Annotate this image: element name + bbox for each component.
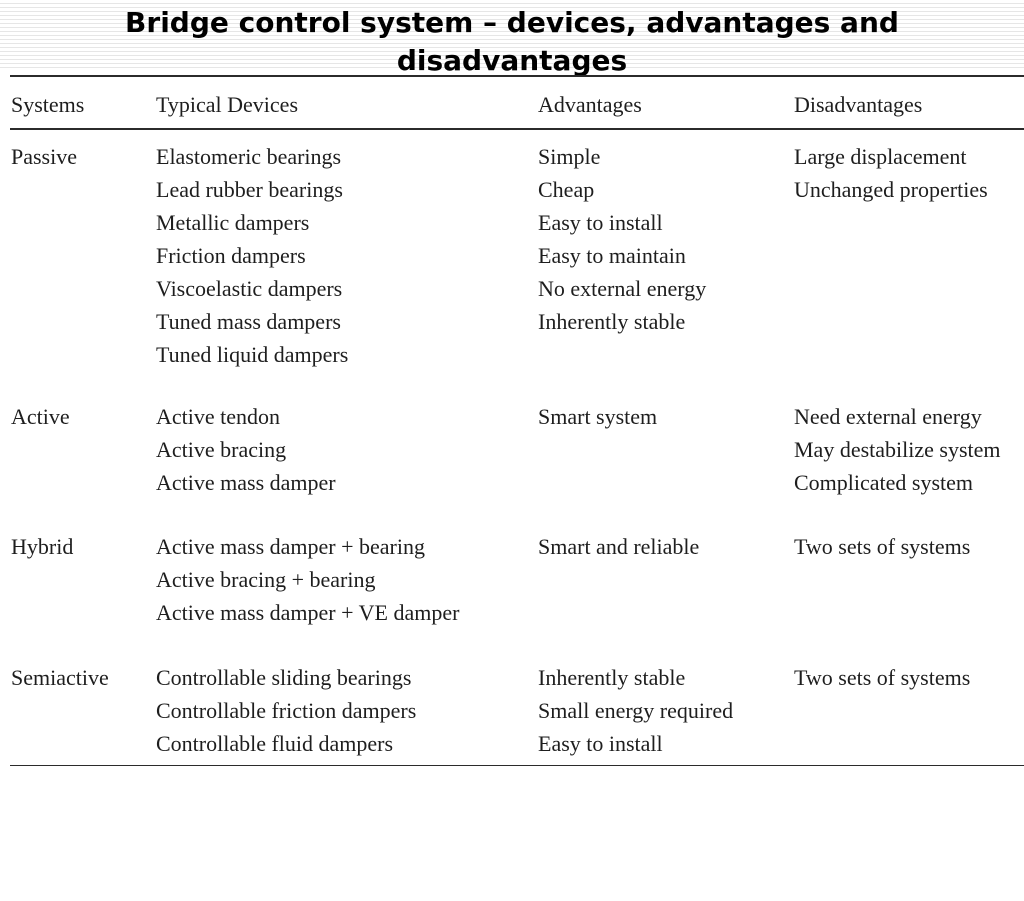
device-item: Friction dampers <box>156 243 306 268</box>
device-item: Elastomeric bearings <box>156 144 342 169</box>
disadvantage-item: Two sets of systems <box>794 665 971 690</box>
device-item: Metallic dampers <box>156 210 310 235</box>
device-item: Viscoelastic dampers <box>156 276 343 301</box>
advantages-cell: Smart and reliable <box>538 530 699 563</box>
device-item: Tuned mass dampers <box>156 309 341 334</box>
device-item: Lead rubber bearings <box>156 177 343 202</box>
device-item: Controllable sliding bearings <box>156 665 412 690</box>
table-row-semiactive: Semiactive Controllable sliding bearings… <box>0 661 1024 901</box>
advantage-item: Smart system <box>538 404 658 429</box>
device-item: Active mass damper + bearing <box>156 534 425 559</box>
advantage-item: Smart and reliable <box>538 534 700 559</box>
table-top-rule <box>10 75 1024 77</box>
disadvantage-item: Complicated system <box>794 470 974 495</box>
striped-title-background <box>0 0 1024 70</box>
advantage-item: Cheap <box>538 177 595 202</box>
disadvantages-cell: Two sets of systems <box>794 661 970 694</box>
device-item: Active tendon <box>156 404 281 429</box>
disadvantage-item: May destabilize system <box>794 437 1001 462</box>
table-bottom-rule <box>10 765 1024 766</box>
advantage-item: Easy to install <box>538 210 663 235</box>
advantage-item: Easy to install <box>538 731 663 756</box>
system-name: Semiactive <box>11 665 109 690</box>
device-item: Active bracing + bearing <box>156 567 376 592</box>
table-header-rule <box>10 128 1024 130</box>
advantage-item: Simple <box>538 144 601 169</box>
header-disadvantages: Disadvantages <box>794 92 923 117</box>
header-advantages: Advantages <box>538 92 642 117</box>
slide-title: Bridge control system – devices, advanta… <box>125 6 899 77</box>
advantage-item: Inherently stable <box>538 309 686 334</box>
device-item: Active mass damper + VE damper <box>156 600 460 625</box>
disadvantage-item: Large displacement <box>794 144 967 169</box>
advantage-item: Inherently stable <box>538 665 686 690</box>
system-name: Hybrid <box>11 534 74 559</box>
advantage-item: No external energy <box>538 276 707 301</box>
device-item: Controllable fluid dampers <box>156 731 394 756</box>
advantage-item: Easy to maintain <box>538 243 686 268</box>
advantage-item: Small energy required <box>538 698 734 723</box>
header-systems: Systems <box>11 92 85 117</box>
system-name: Active <box>11 404 70 429</box>
advantages-cell: Smart system <box>538 400 657 433</box>
disadvantage-item: Two sets of systems <box>794 534 971 559</box>
device-item: Tuned liquid dampers <box>156 342 349 367</box>
disadvantages-cell: Two sets of systems <box>794 530 970 563</box>
disadvantage-item: Unchanged properties <box>794 177 988 202</box>
disadvantage-item: Need external energy <box>794 404 982 429</box>
system-name: Passive <box>11 144 77 169</box>
device-item: Active mass damper <box>156 470 336 495</box>
device-item: Active bracing <box>156 437 287 462</box>
device-item: Controllable friction dampers <box>156 698 417 723</box>
header-typical-devices: Typical Devices <box>156 92 299 117</box>
